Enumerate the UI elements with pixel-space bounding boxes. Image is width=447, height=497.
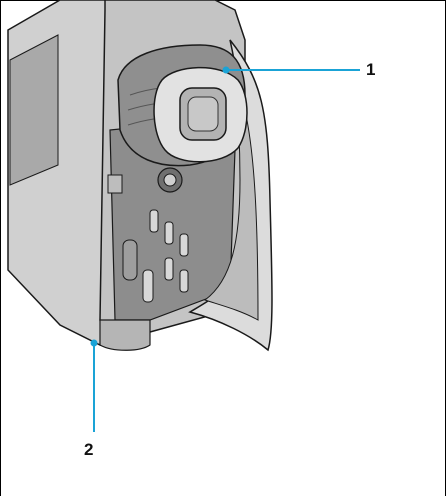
callout-label-1: 1 xyxy=(366,60,376,79)
grip-ridges xyxy=(142,269,154,303)
connector-slot-1 xyxy=(149,209,159,233)
body-side-panel xyxy=(9,34,59,186)
cover-inner xyxy=(203,79,259,321)
viewfinder-glass xyxy=(187,96,219,132)
dc-jack-inner xyxy=(163,173,177,187)
camera-base xyxy=(99,319,151,351)
side-slot xyxy=(122,239,138,281)
connector-slot-2 xyxy=(164,221,174,245)
connector-slot-4 xyxy=(164,257,174,281)
side-switch xyxy=(107,174,123,194)
callout-dot-2 xyxy=(90,339,98,347)
callout-dot-1 xyxy=(222,66,230,74)
callout-label-2: 2 xyxy=(84,440,94,459)
connector-slot-3 xyxy=(179,233,189,257)
connector-slot-5 xyxy=(179,269,189,293)
